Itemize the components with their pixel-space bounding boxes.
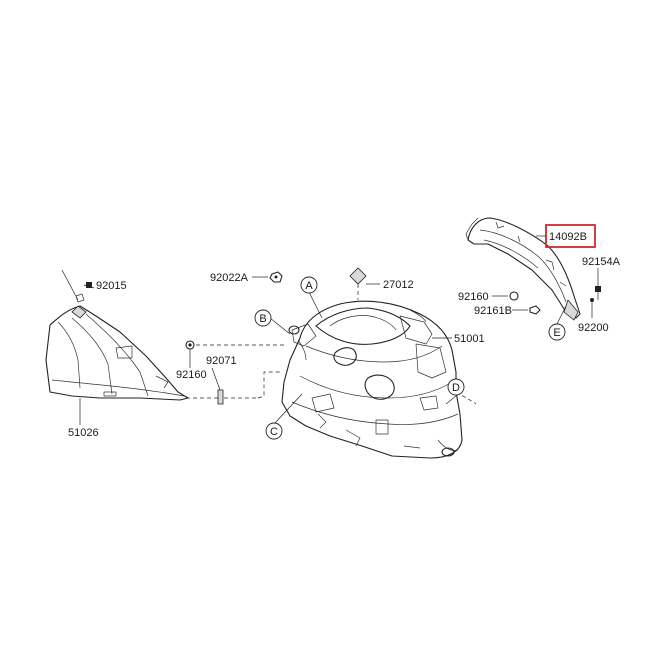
callout-d: D (447, 378, 465, 396)
screw-92154a (595, 268, 601, 300)
clip-92071 (186, 367, 258, 405)
callout-b: B (254, 309, 272, 327)
part-label-92022a: 92022A (210, 272, 249, 284)
callout-b-letter: B (259, 313, 266, 325)
callout-e: E (548, 323, 566, 341)
callout-a-letter: A (305, 280, 313, 292)
grommet-92160-right (492, 291, 519, 301)
grommet-92022a (252, 271, 283, 283)
grommet-92160-left (185, 340, 195, 368)
part-label-92071: 92071 (206, 355, 237, 367)
callout-c: C (265, 422, 283, 440)
trim-part-14092b (465, 217, 581, 321)
part-label-51001: 51001 (454, 333, 485, 345)
part-label-27012: 27012 (383, 279, 414, 291)
callout-c-letter: C (270, 426, 278, 438)
tank-cover-51001 (281, 300, 463, 459)
part-label-92160-right: 92160 (458, 291, 489, 303)
part-label-92160-left: 92160 (176, 369, 207, 381)
collar-92161b (512, 305, 541, 315)
label-27012 (349, 267, 380, 300)
part-label-92200: 92200 (578, 322, 609, 334)
side-cover-51026 (45, 305, 189, 401)
part-label-92015: 92015 (96, 280, 127, 292)
callout-e-letter: E (553, 327, 560, 339)
bolt-92015 (61, 269, 95, 303)
part-label-92161b: 92161B (474, 305, 512, 317)
part-label-92154a: 92154A (582, 256, 621, 268)
washer-92200 (590, 298, 594, 318)
part-label-14092b: 14092B (549, 231, 587, 243)
callout-a: A (300, 276, 318, 294)
callout-d-letter: D (452, 382, 460, 394)
part-label-51026: 51026 (68, 427, 99, 439)
